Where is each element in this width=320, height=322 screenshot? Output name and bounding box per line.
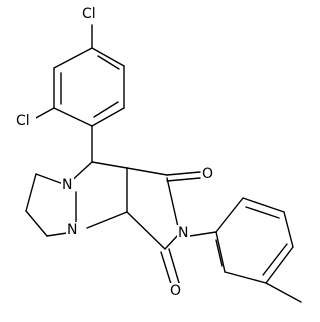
bond xyxy=(33,107,55,120)
bond xyxy=(262,243,288,276)
bond xyxy=(166,177,179,228)
bond xyxy=(168,248,180,284)
bond xyxy=(126,167,168,176)
bond xyxy=(224,271,267,284)
bond xyxy=(91,47,125,67)
nitrogen-atom-lower: N xyxy=(67,222,77,238)
bond xyxy=(215,231,226,273)
atom-label-layer: Cl Cl N N N O O xyxy=(16,4,215,299)
nitrogen-atom-imide: N xyxy=(178,225,188,241)
bond xyxy=(91,107,125,127)
bond xyxy=(160,251,172,285)
bond xyxy=(25,173,37,212)
bond xyxy=(53,47,93,69)
bond xyxy=(242,197,285,213)
bond xyxy=(126,211,166,250)
bond xyxy=(25,210,48,237)
bond xyxy=(46,232,68,237)
bond-layer xyxy=(25,24,302,303)
bond xyxy=(265,246,294,284)
bond xyxy=(283,211,294,248)
oxygen-atom-lower: O xyxy=(170,283,181,299)
bond xyxy=(86,211,128,229)
bond xyxy=(166,177,201,182)
bond xyxy=(97,55,120,70)
chlorine-atom-top: Cl xyxy=(82,6,96,22)
bond xyxy=(91,161,128,169)
chlorine-atom-left: Cl xyxy=(16,113,30,129)
bond xyxy=(93,101,119,118)
nitrogen-atom-upper: N xyxy=(62,177,72,193)
bond xyxy=(245,206,280,219)
bond xyxy=(166,171,201,176)
bond xyxy=(53,107,93,127)
bond xyxy=(164,234,179,250)
structure-diagram: Cl Cl N N N O O xyxy=(16,4,302,303)
bond xyxy=(189,231,217,237)
bond xyxy=(215,239,223,267)
oxygen-atom-upper: O xyxy=(202,166,213,182)
bond xyxy=(215,197,244,233)
bond xyxy=(265,282,302,303)
